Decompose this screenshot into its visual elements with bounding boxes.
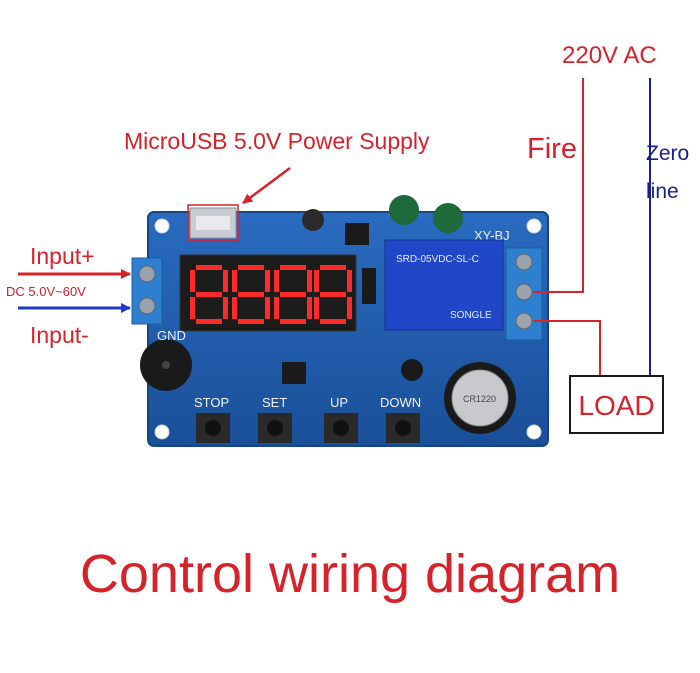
battery [451,369,509,427]
diagram-title: Control wiring diagram [79,544,621,604]
load-wire [533,320,601,375]
mount-hole [526,424,542,440]
button-stop[interactable]: STOP [194,395,230,443]
board-model: XY-BJ [474,228,510,243]
battery-label: CR1220 [463,394,496,404]
fire-line-label: Fire [527,133,577,165]
input-plus-label: Input+ [30,243,95,269]
load-box: LOAD [569,375,664,434]
relay-model: SRD-05VDC-SL-C [396,254,479,265]
mount-hole [526,218,542,234]
usb-arrow [242,166,291,205]
input-range-label: DC 5.0V~60V [6,284,86,299]
button-stop-label: STOP [194,395,229,410]
button-up-label: UP [330,395,348,410]
button-down[interactable]: DOWN [380,395,421,443]
relay [384,239,504,331]
button-up[interactable]: UP [324,395,358,443]
gnd-label: GND [157,328,186,343]
usb-supply-label: MicroUSB 5.0V Power Supply [124,128,430,154]
zero-line-label: Zero line [646,142,690,203]
display-digits [190,265,352,324]
capacitor [389,195,419,225]
input-minus-label: Input- [30,322,89,348]
button-set[interactable]: SET [258,395,292,443]
button-down-label: DOWN [380,395,421,410]
inductor [302,209,324,231]
fire-wire [533,78,584,293]
mount-hole [154,424,170,440]
ac-source-label: 220V AC [562,42,657,69]
button-set-label: SET [262,395,287,410]
mount-hole [154,218,170,234]
relay-brand: SONGLE [450,310,492,321]
